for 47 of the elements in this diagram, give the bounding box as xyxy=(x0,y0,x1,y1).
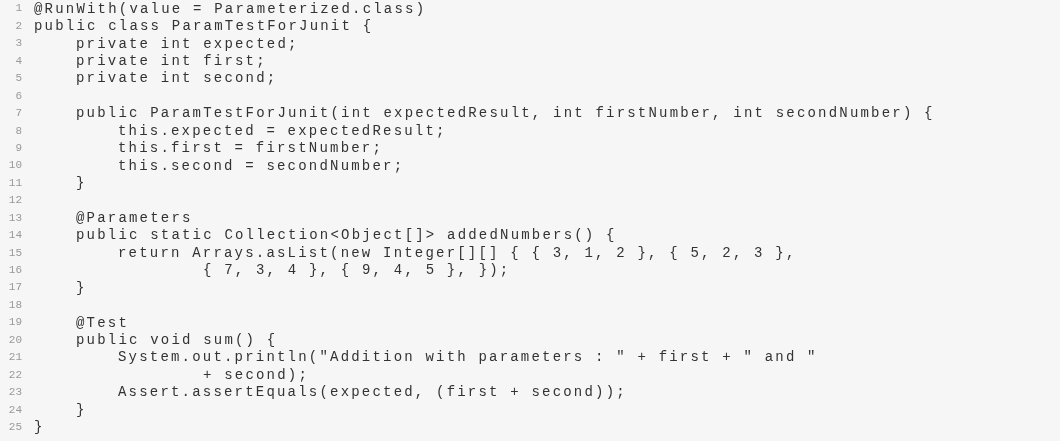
line-number: 21 xyxy=(7,350,22,366)
code-line: private int expected; xyxy=(76,36,299,51)
line-number: 11 xyxy=(7,175,22,191)
line-number: 2 xyxy=(14,18,22,34)
line-number: 4 xyxy=(14,53,22,69)
line-number: 9 xyxy=(14,140,22,156)
code-line: private int first; xyxy=(76,54,267,69)
code-line: + second); xyxy=(203,367,309,382)
line-number: 6 xyxy=(14,88,22,104)
line-number: 1 xyxy=(14,1,22,17)
code-line: @Parameters xyxy=(76,210,193,225)
line-number: 12 xyxy=(7,193,22,209)
line-number: 20 xyxy=(7,332,22,348)
code-line: this.first = firstNumber; xyxy=(118,141,384,156)
code-line: this.expected = expectedResult; xyxy=(118,123,447,138)
line-number: 7 xyxy=(14,106,22,122)
line-number: 5 xyxy=(14,71,22,87)
code-line: return Arrays.asList(new Integer[][] { { 3, 1, 2 }, { 5, 2, 3 }, xyxy=(118,245,797,260)
line-number: 14 xyxy=(7,228,22,244)
code-line: public ParamTestForJunit(int expectedResult, int firstNumber, int secondNumber) { xyxy=(76,106,935,121)
line-number: 3 xyxy=(14,36,22,52)
code-line: System.out.println("Addition with parameters : " + first + " and " xyxy=(118,350,818,365)
code-line: this.second = secondNumber; xyxy=(118,158,405,173)
line-number: 25 xyxy=(7,419,22,435)
line-number: 22 xyxy=(7,367,22,383)
line-number: 10 xyxy=(7,158,22,174)
line-number: 8 xyxy=(14,123,22,139)
line-number: 18 xyxy=(7,297,22,313)
code-line: } xyxy=(76,402,87,417)
code-line: public static Collection<Object[]> addedNumbers() { xyxy=(76,228,617,243)
line-number: 17 xyxy=(7,280,22,296)
line-number: 16 xyxy=(7,263,22,279)
line-number: 24 xyxy=(7,402,22,418)
code-line: private int second; xyxy=(76,71,278,86)
code-line: } xyxy=(76,176,87,191)
code-line: @Test xyxy=(76,315,129,330)
line-number: 15 xyxy=(7,245,22,261)
line-number: 13 xyxy=(7,210,22,226)
line-number: 19 xyxy=(7,315,22,331)
code-line: @RunWith(value = Parameterized.class) xyxy=(34,1,427,16)
code-line: } xyxy=(34,420,45,435)
line-number: 23 xyxy=(7,385,22,401)
code-line: Assert.assertEquals(expected, (first + second)); xyxy=(118,385,627,400)
code-line: public class ParamTestForJunit { xyxy=(34,19,374,34)
code-line: } xyxy=(76,280,87,295)
code-line: { 7, 3, 4 }, { 9, 4, 5 }, }); xyxy=(203,263,511,278)
code-line: public void sum() { xyxy=(76,333,278,348)
